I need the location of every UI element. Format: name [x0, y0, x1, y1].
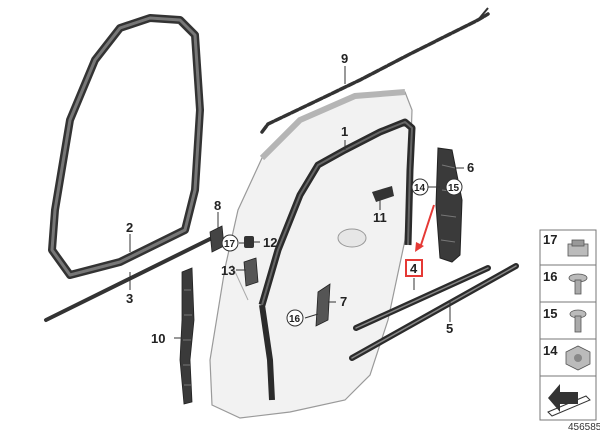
door-shell — [209, 89, 413, 419]
view-direction-icon — [547, 384, 591, 417]
callout-13: 13 — [221, 263, 235, 278]
sill-strip — [44, 236, 214, 322]
leader-lines — [129, 66, 464, 339]
trim-13 — [243, 257, 259, 287]
pillar-strip-10 — [179, 267, 195, 405]
callout-1: 1 — [341, 124, 348, 139]
callout-5: 5 — [446, 321, 453, 336]
circled-callout-15: 15 — [445, 178, 463, 196]
circled-callout-16: 16 — [286, 309, 304, 327]
callout-10: 10 — [151, 331, 165, 346]
roof-channel-strip — [260, 7, 490, 134]
door-frame-seal — [48, 14, 204, 279]
callout-2: 2 — [126, 220, 133, 235]
callout-12: 12 — [263, 235, 277, 250]
belt-strip-5 — [349, 263, 519, 361]
svg-text:17: 17 — [224, 239, 236, 250]
circled-callout-14: 14 — [411, 178, 429, 196]
bracket-11 — [372, 186, 394, 202]
legend-label-14: 14 — [543, 343, 558, 358]
callout-7: 7 — [340, 294, 347, 309]
callout-4: 4 — [410, 261, 418, 276]
nut-icon — [565, 345, 591, 371]
svg-text:14: 14 — [414, 183, 426, 194]
window-frame-seal — [258, 118, 416, 401]
svg-text:15: 15 — [448, 183, 460, 194]
screw-icon — [568, 273, 588, 295]
plug-12 — [244, 236, 254, 248]
legend-label-15: 15 — [543, 306, 557, 321]
callout-4-box: 4 — [405, 259, 423, 277]
screw-icon — [569, 309, 587, 333]
clip-nut-icon — [567, 239, 589, 257]
fastener-legend: 17 16 15 14 — [539, 229, 597, 421]
callout-11: 11 — [373, 210, 387, 225]
highlight-arrow — [415, 204, 435, 252]
circled-callout-17: 17 — [221, 234, 239, 252]
reference-number: 456585 — [568, 422, 600, 433]
callouts: 1 2 3 6 7 8 9 5 10 11 12 13 — [126, 51, 474, 346]
svg-text:16: 16 — [289, 314, 301, 325]
belt-strip-4 — [353, 265, 491, 331]
legend-label-16: 16 — [543, 269, 557, 284]
callout-3: 3 — [126, 291, 133, 306]
callout-9: 9 — [341, 51, 348, 66]
pillar-trim — [435, 147, 463, 263]
legend-label-17: 17 — [543, 232, 557, 247]
clip-8 — [209, 225, 225, 253]
callout-6: 6 — [467, 160, 474, 175]
callout-8: 8 — [214, 198, 221, 213]
